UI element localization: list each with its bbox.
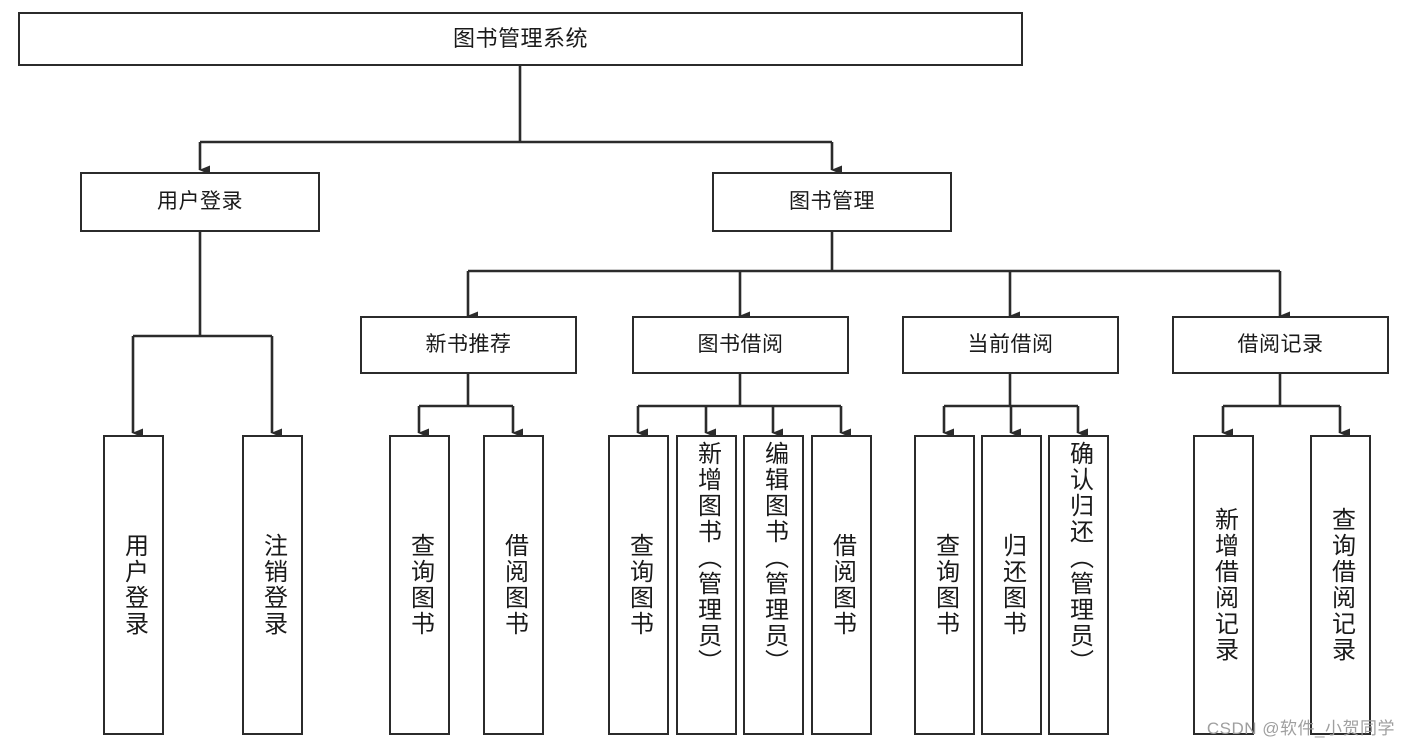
node-book-borrow[interactable]: 图书借阅 bbox=[632, 316, 849, 374]
node-label: 查询借阅记录 bbox=[1327, 507, 1355, 663]
node-label: 注销登录 bbox=[259, 533, 287, 637]
leaf-bookborrow-query-book[interactable]: 查询图书 bbox=[608, 435, 669, 735]
node-new-book-recommend[interactable]: 新书推荐 bbox=[360, 316, 577, 374]
leaf-currentborrow-query-book[interactable]: 查询图书 bbox=[914, 435, 975, 735]
node-label: 用户登录 bbox=[157, 189, 243, 213]
node-label: 当前借阅 bbox=[967, 332, 1054, 356]
node-label: 查询图书 bbox=[931, 533, 959, 637]
leaf-bookborrow-add-book-admin[interactable]: 新增图书（管理员） bbox=[676, 435, 737, 735]
leaf-borrowrecord-query-record[interactable]: 查询借阅记录 bbox=[1310, 435, 1371, 735]
node-root-book-management-system[interactable]: 图书管理系统 bbox=[18, 12, 1023, 66]
node-user-login[interactable]: 用户登录 bbox=[80, 172, 320, 232]
node-label: 借阅记录 bbox=[1237, 332, 1324, 356]
node-label: 新书推荐 bbox=[425, 332, 512, 356]
node-label: 归还图书 bbox=[998, 533, 1026, 637]
node-label: 确认归还（管理员） bbox=[1065, 441, 1093, 675]
node-label: 新增借阅记录 bbox=[1210, 507, 1238, 663]
leaf-newbook-query-book[interactable]: 查询图书 bbox=[389, 435, 450, 735]
node-label: 图书借阅 bbox=[697, 332, 784, 356]
leaf-currentborrow-return-book[interactable]: 归还图书 bbox=[981, 435, 1042, 735]
node-label: 借阅图书 bbox=[500, 533, 528, 637]
node-label: 借阅图书 bbox=[828, 533, 856, 637]
leaf-bookborrow-edit-book-admin[interactable]: 编辑图书（管理员） bbox=[743, 435, 804, 735]
leaf-currentborrow-confirm-return-admin[interactable]: 确认归还（管理员） bbox=[1048, 435, 1109, 735]
node-current-borrow[interactable]: 当前借阅 bbox=[902, 316, 1119, 374]
node-label: 新增图书（管理员） bbox=[693, 441, 721, 675]
leaf-borrowrecord-add-record[interactable]: 新增借阅记录 bbox=[1193, 435, 1254, 735]
node-label: 图书管理 bbox=[789, 189, 875, 213]
node-book-management[interactable]: 图书管理 bbox=[712, 172, 952, 232]
node-label: 查询图书 bbox=[625, 533, 653, 637]
node-borrow-record[interactable]: 借阅记录 bbox=[1172, 316, 1389, 374]
leaf-user-login[interactable]: 用户登录 bbox=[103, 435, 164, 735]
node-label: 查询图书 bbox=[406, 533, 434, 637]
leaf-logout[interactable]: 注销登录 bbox=[242, 435, 303, 735]
node-label: 图书管理系统 bbox=[452, 26, 588, 52]
watermark-text: CSDN @软件_小贺同学 bbox=[1206, 719, 1395, 738]
node-label: 编辑图书（管理员） bbox=[760, 441, 788, 675]
node-label: 用户登录 bbox=[120, 533, 148, 637]
leaf-bookborrow-borrow-book[interactable]: 借阅图书 bbox=[811, 435, 872, 735]
leaf-newbook-borrow-book[interactable]: 借阅图书 bbox=[483, 435, 544, 735]
